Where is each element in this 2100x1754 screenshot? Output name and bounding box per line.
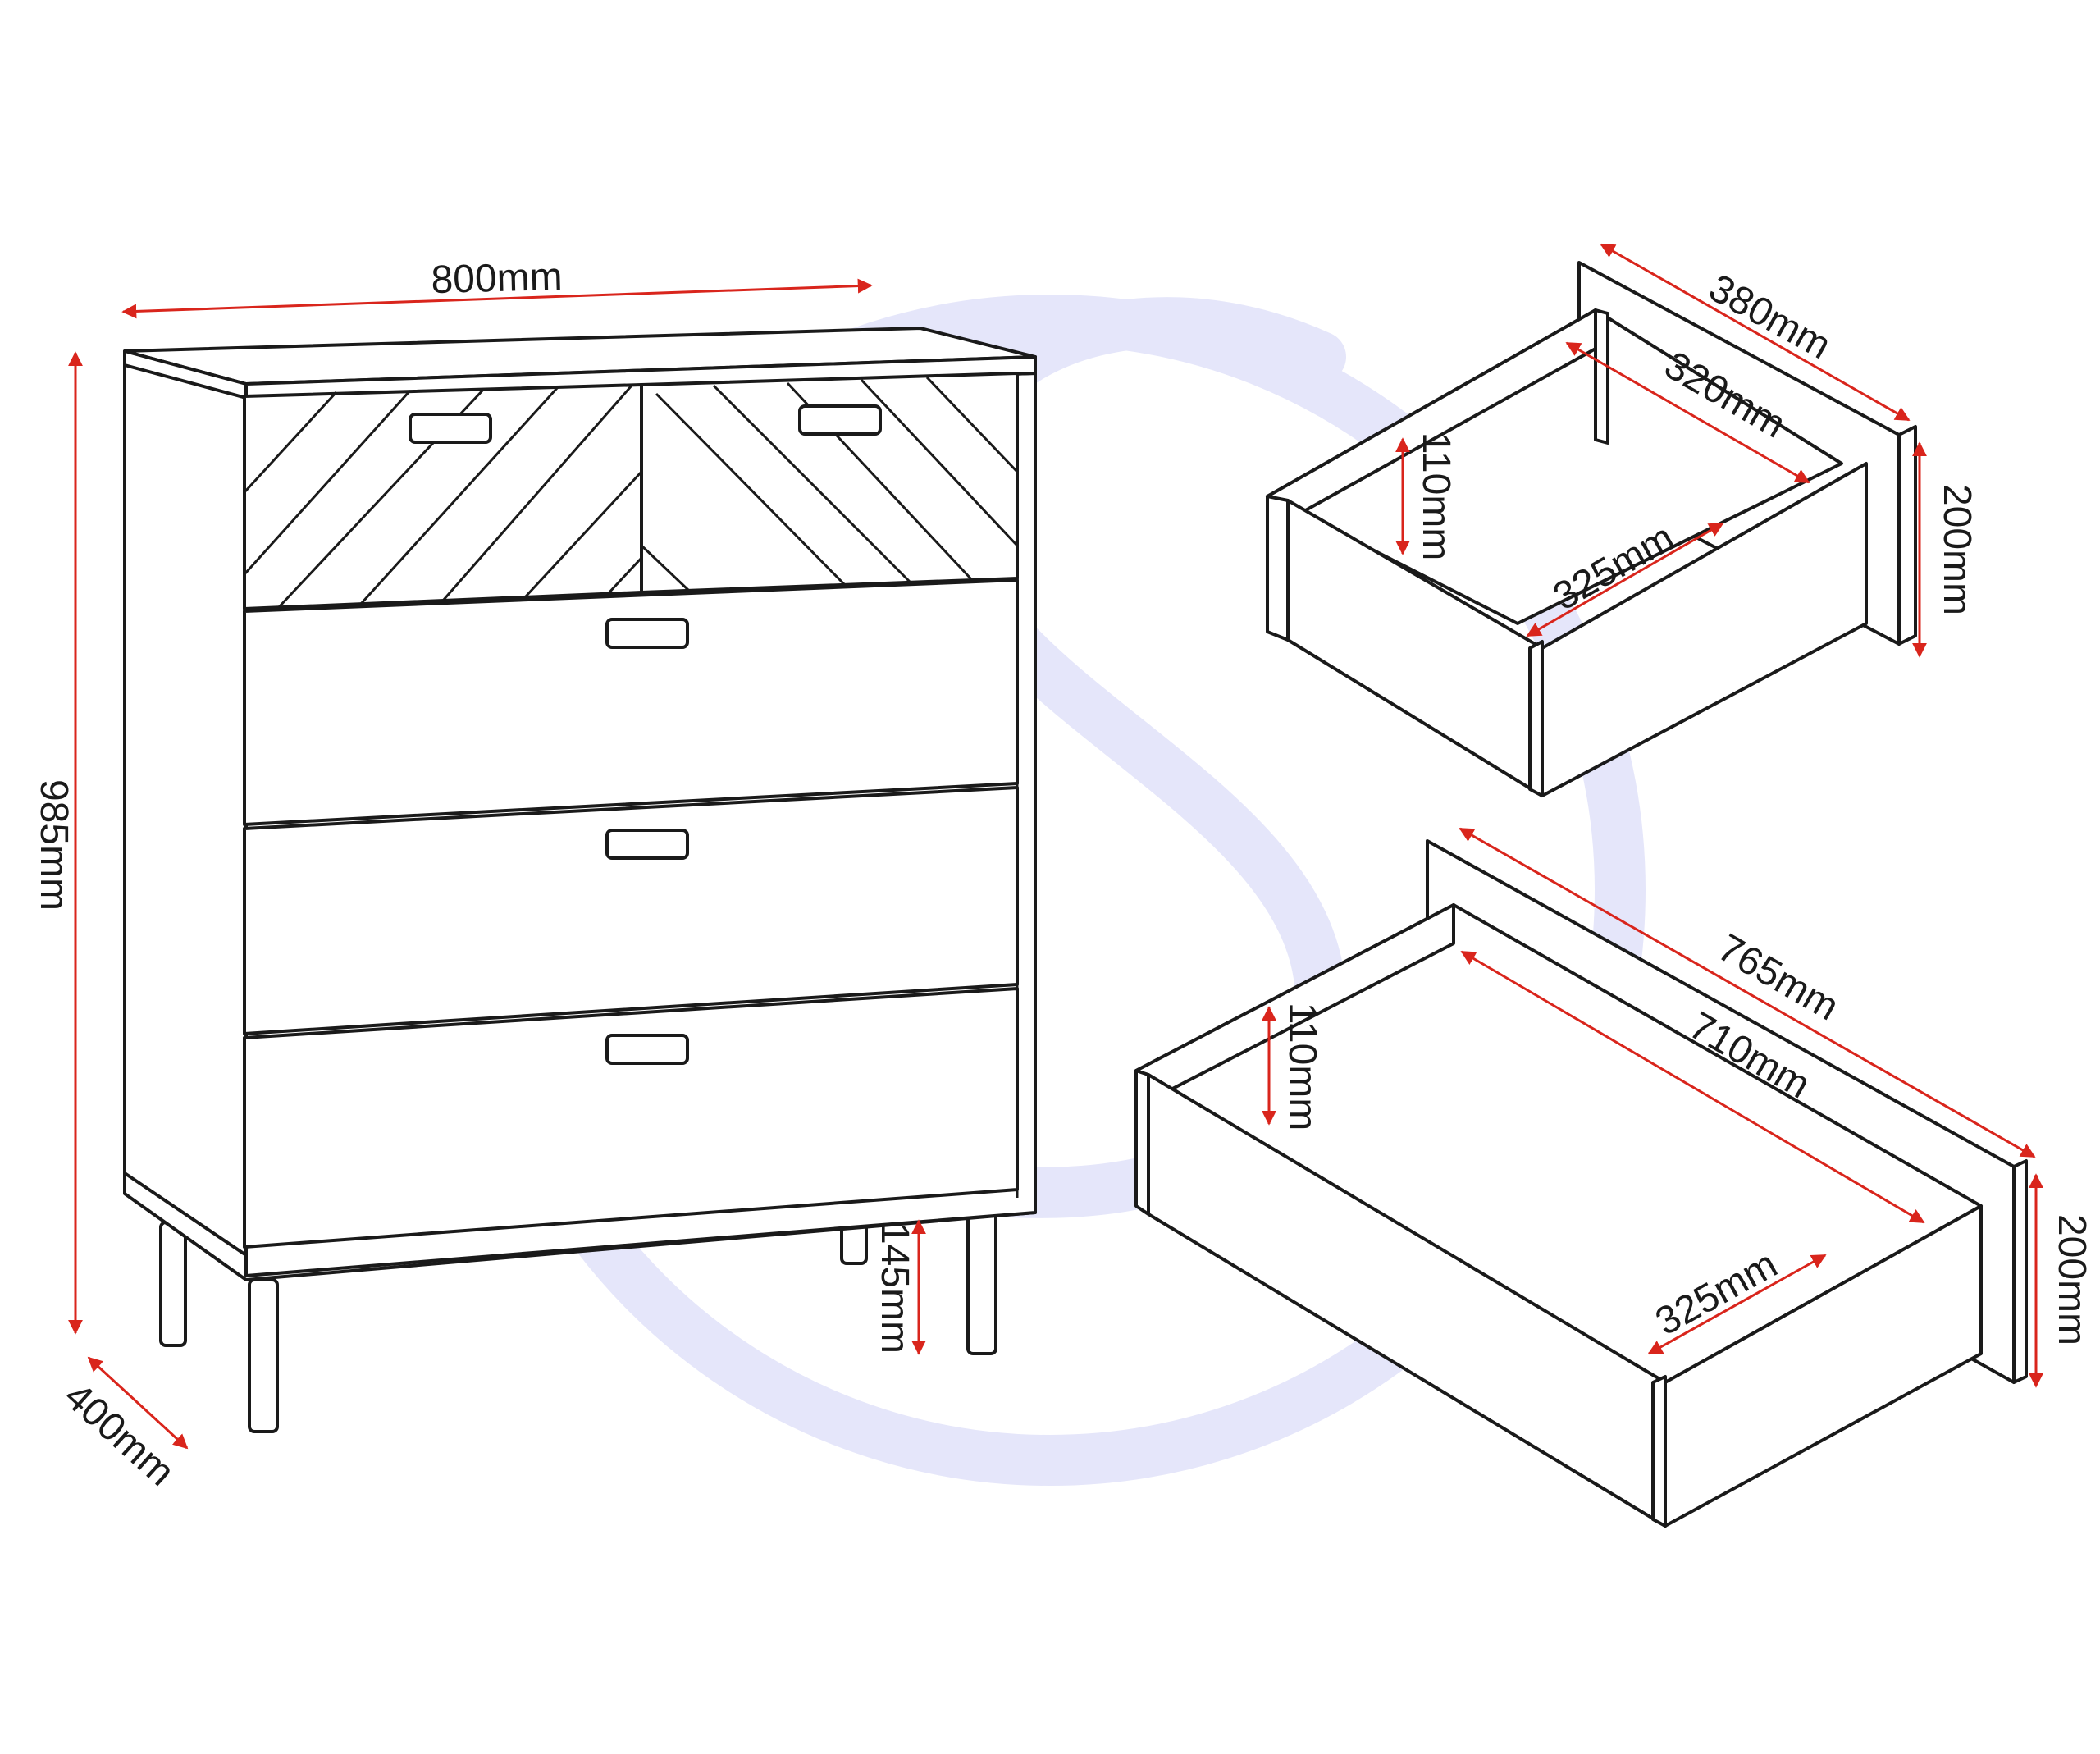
drawer-4-handle — [605, 1034, 689, 1065]
dimension-lines — [68, 243, 2043, 1450]
top-drawer-right-handle — [798, 404, 882, 436]
chest-of-drawers — [123, 327, 1037, 1433]
dim-line-small-inner-depth — [1565, 341, 1810, 484]
drawer-2-handle — [605, 618, 689, 649]
label-large-front-height: 200mm — [2050, 1214, 2093, 1345]
drawer-4 — [243, 987, 1019, 1249]
drawer-3-front — [243, 786, 1019, 1035]
small-drawer-corner — [1528, 640, 1544, 797]
label-chest-width: 800mm — [431, 255, 563, 302]
label-leg-height: 145mm — [873, 1222, 916, 1354]
top-drawer-left-handle — [409, 413, 492, 444]
top-drawer-right — [640, 372, 1019, 594]
dim-line-small-inner-width — [1526, 522, 1724, 637]
leg-front-right — [966, 1204, 998, 1355]
small-drawer-left-end — [1266, 495, 1290, 642]
large-drawer-left-end — [1134, 1069, 1150, 1216]
label-large-inner-height: 110mm — [1281, 1003, 1324, 1131]
dim-line-small-outer-depth — [1600, 243, 1911, 422]
leg-front-left — [248, 1278, 279, 1433]
label-chest-height: 985mm — [32, 779, 75, 911]
small-drawer-front-panel-edge — [1897, 425, 1917, 646]
small-drawer-back-edge — [1594, 308, 1609, 445]
drawer-3 — [243, 786, 1019, 1035]
chest-top-front-edge — [244, 355, 1037, 400]
drawer-2 — [243, 578, 1019, 826]
label-small-inner-height: 110mm — [1414, 432, 1458, 561]
drawer-4-front — [243, 987, 1019, 1249]
large-drawer-corner — [1651, 1375, 1667, 1528]
chest-side-panel — [123, 359, 248, 1277]
leg-back-left — [159, 1221, 187, 1347]
drawer-3-handle — [605, 829, 689, 860]
label-chest-depth: 400mm — [56, 1374, 182, 1494]
label-small-front-height: 200mm — [1935, 484, 1979, 615]
large-drawer-front-panel-edge — [2012, 1159, 2028, 1384]
dim-line-large-inner-width — [1460, 950, 1925, 1224]
top-drawer-left — [243, 383, 643, 610]
dim-line-large-inner-depth — [1647, 1254, 1827, 1355]
drawer-2-front — [243, 578, 1019, 826]
dim-line-chest-depth — [87, 1356, 189, 1450]
dim-line-chest-width — [121, 278, 873, 319]
